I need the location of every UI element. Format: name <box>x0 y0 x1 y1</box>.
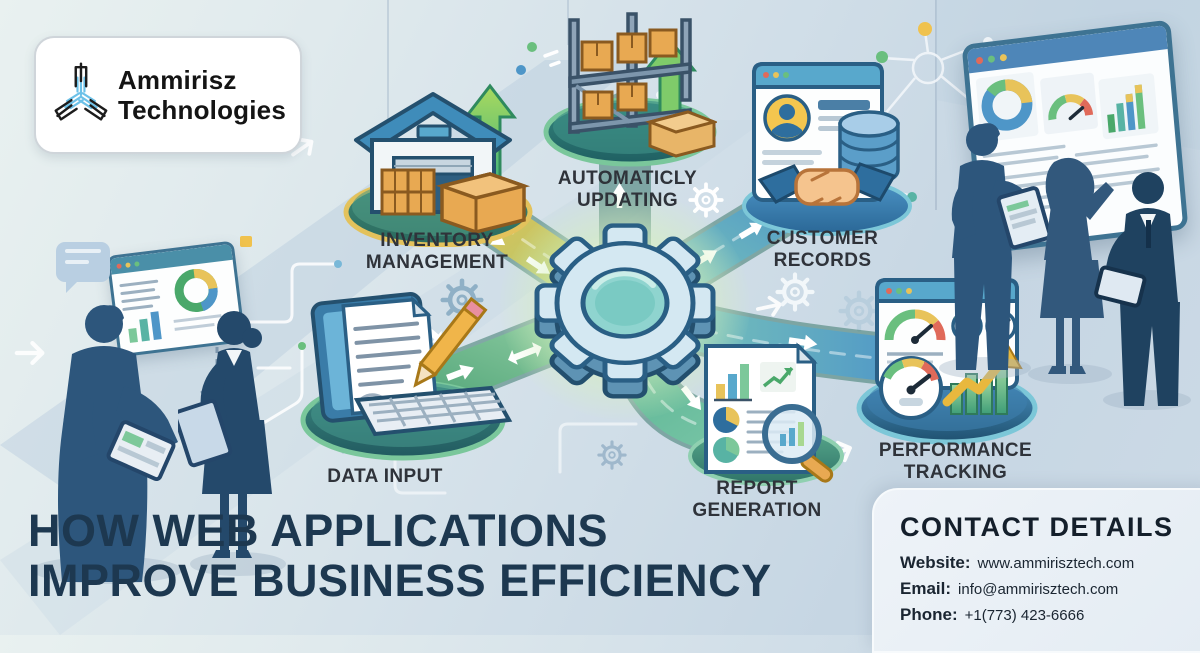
contact-website-row: Website: www.ammirisztech.com <box>900 553 1200 573</box>
mini-bars-icon <box>128 311 162 343</box>
pie-chart-icon <box>713 406 740 463</box>
document-icon <box>341 295 439 416</box>
warehouse-icon <box>343 83 533 247</box>
brand-logo-card: Ammirisz Technologies <box>34 36 302 154</box>
big-box-icon <box>435 172 531 234</box>
trend-line-icon <box>760 362 796 392</box>
person-silhouette-left-woman <box>178 311 286 576</box>
email-label: Email: <box>900 579 952 598</box>
speedometer-icon <box>879 356 943 420</box>
speech-bubble-icon <box>56 242 110 293</box>
email-value: info@ammirisztech.com <box>958 581 1119 598</box>
tablet-icon <box>996 186 1050 250</box>
website-label: Website: <box>900 553 971 572</box>
analytics-charts <box>119 268 222 343</box>
donut-chart-icon <box>174 268 218 312</box>
website-value: www.ammirisztech.com <box>977 555 1135 572</box>
contact-details-card: CONTACT DETAILS Website: www.ammirisztec… <box>872 488 1200 653</box>
tablet-icon <box>106 420 176 482</box>
brand-logo-icon <box>54 62 108 121</box>
label-data-input: DATA INPUT <box>327 466 443 487</box>
donut-chart-icon <box>981 79 1033 131</box>
dashboard-charts <box>975 72 1160 216</box>
person-silhouette-right-man1 <box>939 123 1050 379</box>
gear-icon <box>534 223 716 399</box>
handshake-icon <box>757 162 897 206</box>
contact-email-row: Email: info@ammirisztech.com <box>900 579 1200 599</box>
right-dashboard-window <box>961 19 1189 255</box>
boxes-icon <box>380 168 436 216</box>
contact-heading: CONTACT DETAILS <box>900 512 1174 542</box>
magnifier-icon <box>762 404 834 483</box>
pencil-icon <box>413 296 488 388</box>
gauge-icon <box>1048 94 1094 121</box>
person-silhouette-left-man <box>32 305 182 584</box>
data-input-icon <box>300 292 513 461</box>
gauge-icon <box>884 309 946 344</box>
report-generation-icon <box>688 342 844 486</box>
contact-phone-row: Phone: +1(773) 423-6666 <box>900 605 1200 625</box>
bar-chart-icon <box>714 364 752 402</box>
left-analytics-window <box>106 240 246 358</box>
shelf-rack-icon <box>543 12 717 167</box>
person-silhouette-right-woman <box>1028 157 1114 384</box>
brand-name: Ammirisz Technologies <box>117 64 286 125</box>
phone-value: +1(773) 423-6666 <box>964 607 1085 624</box>
keyboard-icon <box>353 385 513 437</box>
customer-records-icon <box>742 62 912 236</box>
page-title: HOW WEB APPLICATIONS IMPROVE BUSINESS EF… <box>28 505 772 607</box>
rack-frame <box>568 12 692 134</box>
magnifier-bars <box>780 422 804 446</box>
phone-label: Phone: <box>900 605 958 624</box>
tablet-icon <box>178 399 233 468</box>
bar-chart-icon <box>1107 84 1146 133</box>
person-silhouette-right-man2 <box>1094 172 1191 410</box>
tablet-icon <box>1094 265 1147 308</box>
